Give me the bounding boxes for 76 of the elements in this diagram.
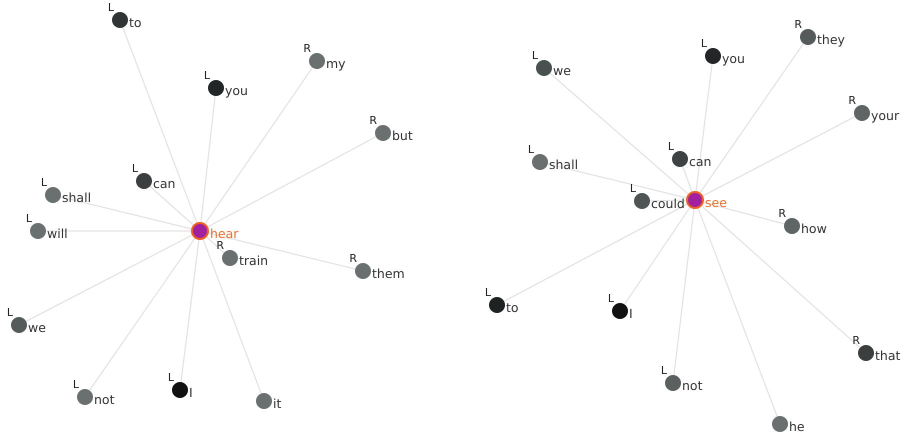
side-marker: R xyxy=(852,335,860,347)
connector-line xyxy=(550,72,689,195)
word-label: will xyxy=(47,227,68,241)
word-label: them xyxy=(372,267,405,281)
word-label: train xyxy=(239,254,268,268)
side-marker: L xyxy=(700,38,707,50)
connector-line xyxy=(700,43,804,193)
side-marker: R xyxy=(778,208,786,220)
side-marker: L xyxy=(528,144,534,156)
word-label: it xyxy=(273,397,282,411)
connector-line xyxy=(208,136,376,228)
side-marker: L xyxy=(6,307,13,319)
side-marker: L xyxy=(40,177,47,189)
word-label: can xyxy=(153,177,176,191)
word-label: not xyxy=(94,393,114,407)
connector-line xyxy=(208,232,356,270)
word-label: we xyxy=(553,64,571,78)
connector-line xyxy=(122,27,198,223)
side-marker: R xyxy=(794,19,802,31)
connector-line xyxy=(624,207,690,305)
side-marker: L xyxy=(168,372,174,384)
connector-line xyxy=(698,208,778,417)
connector-line xyxy=(204,67,313,224)
connector-line xyxy=(150,186,194,226)
word-label: that xyxy=(875,349,900,363)
connector-line xyxy=(89,238,196,391)
connector-line xyxy=(702,116,856,196)
connector-line xyxy=(60,196,192,230)
connector-line xyxy=(704,202,784,224)
word-label: you xyxy=(722,52,745,66)
word-label: he xyxy=(789,420,805,434)
word-label: I xyxy=(629,307,633,321)
connector-line xyxy=(504,204,688,302)
word-label: not xyxy=(682,379,702,393)
side-marker: L xyxy=(668,141,674,153)
side-marker: R xyxy=(303,43,311,55)
connector-line xyxy=(180,240,200,382)
word-label: to xyxy=(129,16,142,30)
word-label: could xyxy=(651,197,685,211)
side-marker: L xyxy=(608,293,614,305)
side-marker: R xyxy=(349,253,357,265)
connector-line xyxy=(682,166,692,192)
word-label: my xyxy=(326,57,346,71)
word-label: they xyxy=(817,33,845,47)
side-marker: R xyxy=(216,240,224,252)
word-label: you xyxy=(225,84,248,98)
word-label: your xyxy=(871,109,900,123)
word-label: can xyxy=(689,155,712,169)
word-label: shall xyxy=(549,158,578,172)
side-marker: L xyxy=(532,50,538,62)
center-word-label: hear xyxy=(210,227,238,241)
side-marker: L xyxy=(108,2,114,14)
side-marker: L xyxy=(26,213,32,225)
connector-line xyxy=(200,96,216,222)
side-marker: L xyxy=(484,287,491,299)
word-label: shall xyxy=(62,191,92,205)
side-marker: R xyxy=(848,95,856,107)
word-label: we xyxy=(28,321,46,335)
connector-line xyxy=(206,236,224,254)
connector-line xyxy=(202,239,262,394)
connector-line xyxy=(548,163,686,198)
center-word-label: see xyxy=(705,196,727,210)
word-label: I xyxy=(189,386,193,400)
side-marker: R xyxy=(369,115,377,127)
connector-line xyxy=(696,64,713,192)
connector-line xyxy=(673,208,695,376)
side-marker: L xyxy=(72,379,79,391)
connector-line xyxy=(26,234,192,322)
side-marker: L xyxy=(630,183,636,195)
word-label: but xyxy=(392,129,413,143)
side-marker: L xyxy=(660,365,667,377)
connector-line xyxy=(701,206,860,348)
word-label: to xyxy=(506,301,519,315)
side-marker: L xyxy=(204,70,210,82)
side-marker: L xyxy=(132,163,138,175)
word-label: how xyxy=(801,222,827,236)
